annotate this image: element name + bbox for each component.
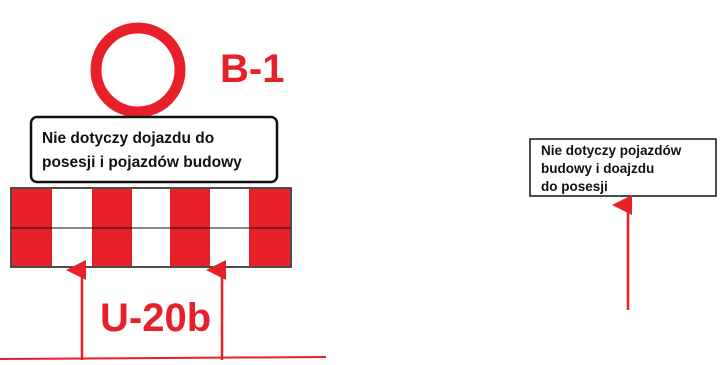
left-diagram: B-1 Nie dotyczy dojazdu do posesji i poj… (0, 22, 327, 360)
note-text-line2: budowy i doajzdu (541, 161, 654, 176)
plate-text-line2: posesji i pojazdów budowy (42, 154, 242, 171)
note-text-line1: Nie dotyczy pojazdów (541, 143, 682, 158)
note-text-line3: do posesji (541, 179, 608, 194)
b1-sign-code: B-1 (220, 47, 284, 91)
b1-sign-icon (90, 22, 186, 118)
note-box (529, 138, 717, 197)
ground-line (0, 356, 327, 360)
plate-text-line1: Nie dotyczy dojazdu do (42, 130, 214, 147)
u20b-barrier-icon (10, 187, 292, 268)
supplementary-plate (29, 115, 279, 184)
barrier-code: U-20b (100, 296, 211, 340)
right-diagram: Nie dotyczy pojazdów budowy i doajzdu do… (529, 138, 717, 310)
